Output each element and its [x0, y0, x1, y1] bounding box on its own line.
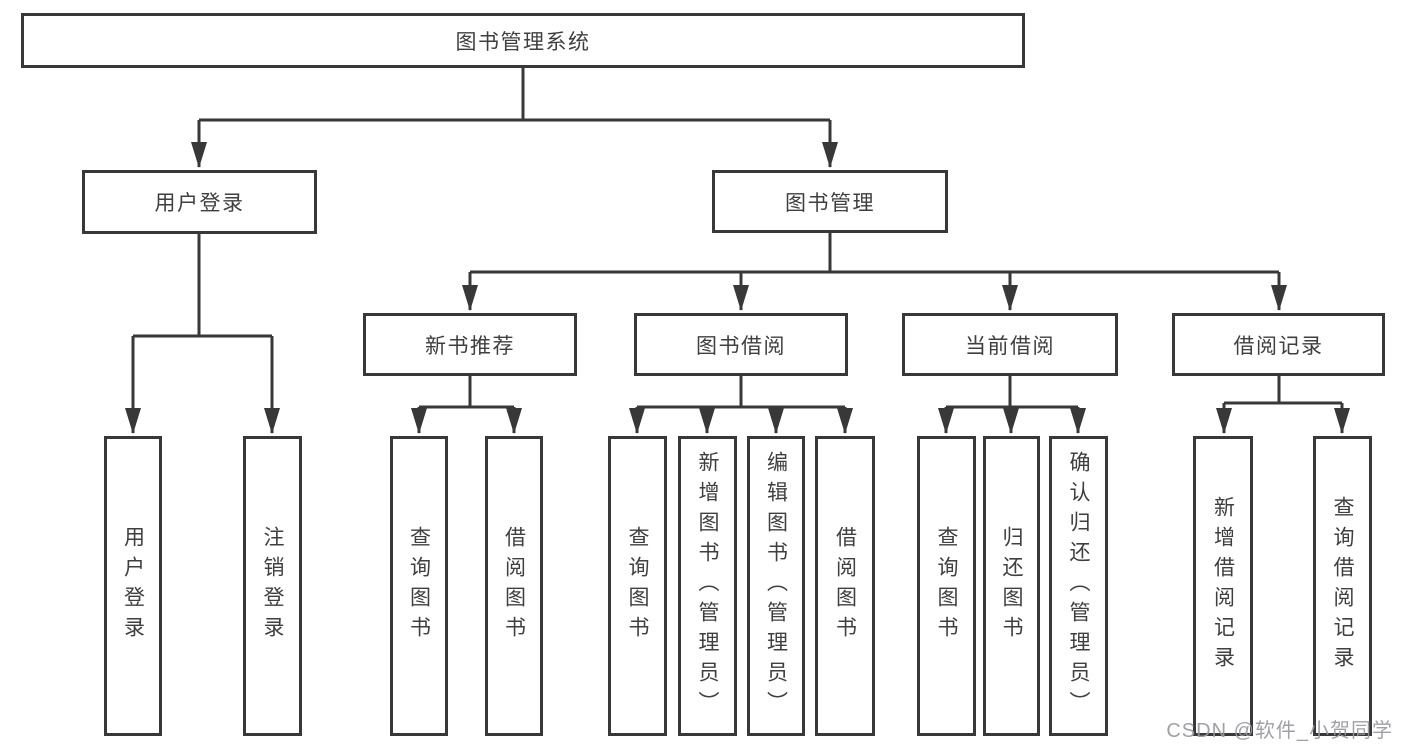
node-label: 查询图书	[626, 526, 650, 646]
node-new-book-recommendation: 新书推荐	[363, 313, 577, 376]
leaf-query-books-3: 查询图书	[917, 436, 976, 736]
leaf-edit-books-admin: 编辑图书（管理员）	[747, 436, 805, 736]
leaf-query-books-1: 查询图书	[390, 436, 448, 736]
node-library-management-system: 图书管理系统	[21, 13, 1025, 68]
node-borrowing-records: 借阅记录	[1172, 313, 1385, 376]
leaf-query-borrow-record: 查询借阅记录	[1313, 436, 1372, 736]
leaf-borrow-books-2: 借阅图书	[815, 436, 875, 736]
node-current-borrowing: 当前借阅	[902, 313, 1118, 376]
connector-new-book-branch	[411, 376, 522, 434]
connector-root-to-level2	[191, 68, 838, 168]
node-label: 归还图书	[1000, 526, 1024, 646]
node-label: 借阅图书	[502, 526, 526, 646]
leaf-query-books-2: 查询图书	[608, 436, 667, 736]
node-label: 当前借阅	[965, 334, 1055, 358]
node-user-login: 用户登录	[82, 170, 317, 234]
connector-book-management-branch	[462, 233, 1287, 311]
node-label: 借阅图书	[833, 526, 857, 646]
node-label: 用户登录	[121, 526, 145, 646]
node-label: 查询图书	[407, 526, 431, 646]
leaf-user-login: 用户登录	[104, 436, 162, 736]
node-book-borrowing: 图书借阅	[634, 313, 848, 376]
node-label: 借阅记录	[1233, 334, 1324, 358]
leaf-add-books-admin: 新增图书（管理员）	[678, 436, 737, 736]
connector-user-login-branch	[125, 234, 280, 434]
node-book-management: 图书管理	[712, 170, 948, 233]
node-label: 注销登录	[261, 526, 285, 646]
node-label: 新增借阅记录	[1211, 496, 1235, 676]
node-label: 编辑图书（管理员）	[764, 451, 788, 721]
node-label: 图书借阅	[696, 334, 786, 358]
node-label: 新书推荐	[425, 334, 515, 358]
leaf-confirm-return-admin: 确认归还（管理员）	[1049, 436, 1108, 736]
connector-borrow-records-branch	[1216, 376, 1350, 434]
connector-book-borrow-branch	[629, 376, 853, 434]
leaf-return-books: 归还图书	[983, 436, 1040, 736]
node-label: 图书管理	[785, 191, 875, 215]
leaf-add-borrow-record: 新增借阅记录	[1193, 436, 1253, 736]
node-label: 确认归还（管理员）	[1067, 451, 1091, 721]
csdn-watermark: CSDN @软件_小贺同学	[1166, 720, 1393, 742]
node-label: 新增图书（管理员）	[696, 451, 720, 721]
leaf-logout: 注销登录	[243, 436, 302, 736]
node-label: 查询图书	[935, 526, 959, 646]
node-label: 图书管理系统	[455, 30, 591, 54]
leaf-borrow-books-1: 借阅图书	[485, 436, 543, 736]
node-label: 查询借阅记录	[1331, 496, 1355, 676]
node-label: 用户登录	[154, 192, 245, 215]
connector-current-borrow-branch	[938, 376, 1086, 434]
